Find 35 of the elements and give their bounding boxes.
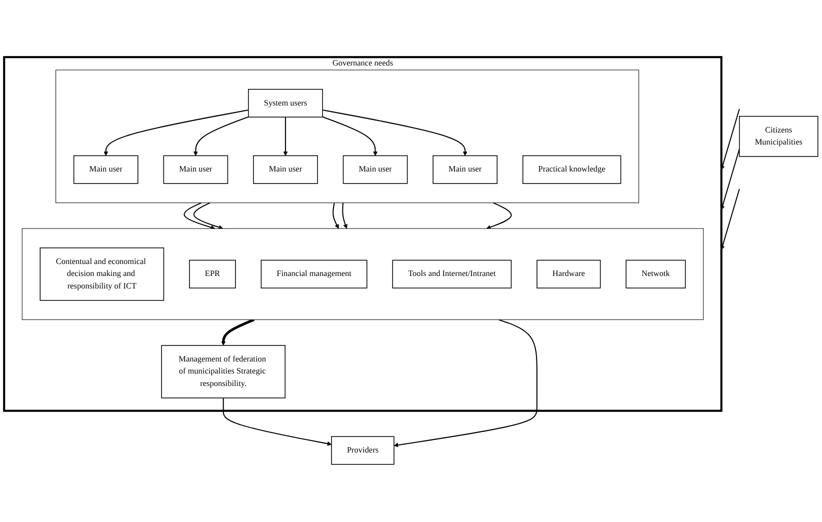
arrow: [283, 117, 288, 156]
arrow: [332, 202, 339, 230]
node-box: [189, 260, 236, 289]
arrow: [104, 110, 248, 156]
arrow: [720, 109, 740, 170]
node-box: [73, 156, 138, 184]
node-box: [161, 345, 286, 399]
cluster: [3, 56, 722, 412]
arrow: [222, 398, 332, 446]
node-box: [163, 156, 228, 184]
node-box: [342, 156, 408, 184]
arrow: [720, 149, 740, 210]
node-box: [739, 116, 818, 158]
arrow: [720, 189, 740, 250]
node-box: [536, 260, 601, 289]
node-box: [260, 260, 368, 289]
cluster: [22, 228, 704, 320]
arrow: [193, 202, 224, 230]
node-box: [331, 436, 394, 465]
arrow: [394, 319, 538, 448]
node-box: [432, 156, 498, 184]
arrow: [322, 116, 378, 156]
cluster: [56, 70, 640, 204]
arrow: [486, 202, 512, 230]
arrow: [342, 203, 348, 230]
node-box: [522, 156, 622, 184]
node-box: [40, 248, 164, 302]
arrow: [193, 116, 249, 156]
node-box: [253, 156, 318, 184]
node-box: [248, 89, 323, 118]
arrow: [221, 318, 255, 346]
arrow: [184, 202, 216, 230]
node-box: [626, 260, 686, 289]
node-box: [392, 260, 512, 289]
arrow: [322, 110, 468, 156]
